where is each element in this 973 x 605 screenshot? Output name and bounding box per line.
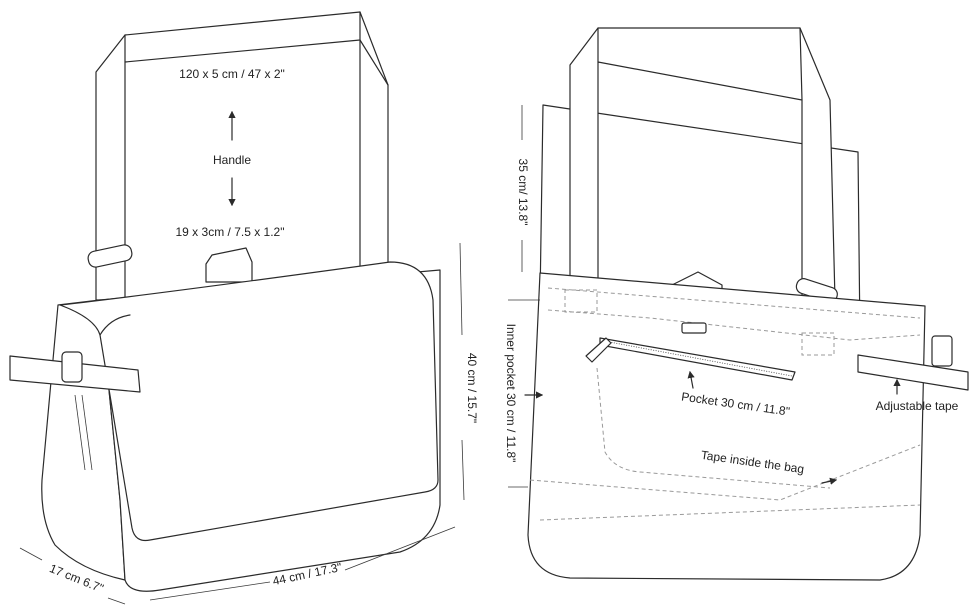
inner-pocket-label: Inner pocket 30 cm / 11.8" (504, 324, 518, 463)
tape-inside-arrow-icon (821, 477, 838, 485)
height-dim-line-top (459, 242, 463, 336)
adjustable-buckle-icon (931, 335, 953, 367)
zipper-pull-icon (585, 337, 612, 363)
inner-pocket-outline (596, 367, 831, 489)
width-dim-line-left (149, 581, 271, 601)
width-dim-line-right (344, 526, 456, 571)
handle-size-label: 19 x 3cm / 7.5 x 1.2" (176, 225, 285, 239)
tape-inside-outline (529, 444, 921, 501)
depth-dim-line-right (107, 597, 126, 605)
left-bag-flap (59, 261, 439, 542)
height-dim-line-bottom (461, 439, 465, 501)
adjustable-side-tape (857, 354, 969, 391)
strap-length-label: 120 x 5 cm / 47 x 2" (179, 67, 285, 81)
right-bag-front (527, 272, 926, 581)
left-bag (9, 11, 441, 592)
height-label: 40 cm / 15.7" (465, 353, 479, 423)
depth-dim-line-left (19, 547, 43, 561)
handle-label: Handle (213, 153, 251, 167)
corner-patch-right (801, 332, 835, 356)
side-buckle-icon (61, 351, 83, 383)
strap-buckle-icon (87, 244, 133, 268)
corner-patch-left (564, 289, 598, 313)
handle-drop-label: 35 cm/ 13.8" (516, 159, 530, 226)
adjustable-tape-label: Adjustable tape (876, 399, 959, 413)
pocket-arrow-icon (687, 370, 695, 389)
right-bag (527, 27, 969, 581)
brand-plate (681, 322, 707, 334)
